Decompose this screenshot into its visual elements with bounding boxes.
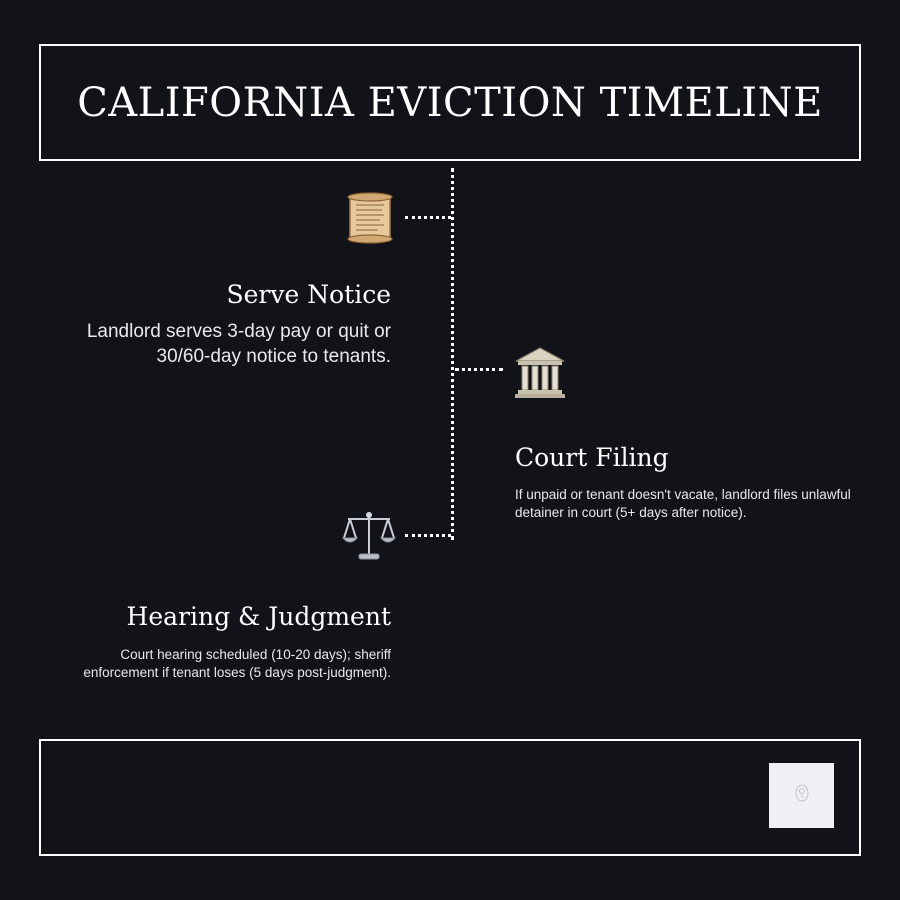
- courthouse-icon: [514, 346, 566, 400]
- title-box: CALIFORNIA EVICTION TIMELINE: [39, 44, 861, 161]
- footer-box: [39, 739, 861, 856]
- scales-icon: [341, 510, 397, 562]
- timeline-axis: [451, 168, 455, 540]
- step-title-serve-notice: Serve Notice: [226, 280, 391, 309]
- connector-serve-notice: [405, 216, 451, 219]
- page-title: CALIFORNIA EVICTION TIMELINE: [77, 79, 823, 126]
- step-desc-hearing-judgment: Court hearing scheduled (10-20 days); sh…: [83, 647, 391, 680]
- step-title-court-filing: Court Filing: [515, 443, 669, 472]
- connector-court-filing: [455, 368, 503, 371]
- connector-hearing-judgment: [405, 534, 451, 537]
- step-desc-court-filing: If unpaid or tenant doesn't vacate, land…: [515, 487, 851, 520]
- step-desc-serve-notice: Landlord serves 3-day pay or quit or 30/…: [86, 321, 391, 367]
- tree-icon: [794, 783, 810, 808]
- scroll-icon: [344, 192, 396, 244]
- footer-badge: [769, 763, 834, 828]
- step-title-hearing-judgment: Hearing & Judgment: [126, 602, 391, 631]
